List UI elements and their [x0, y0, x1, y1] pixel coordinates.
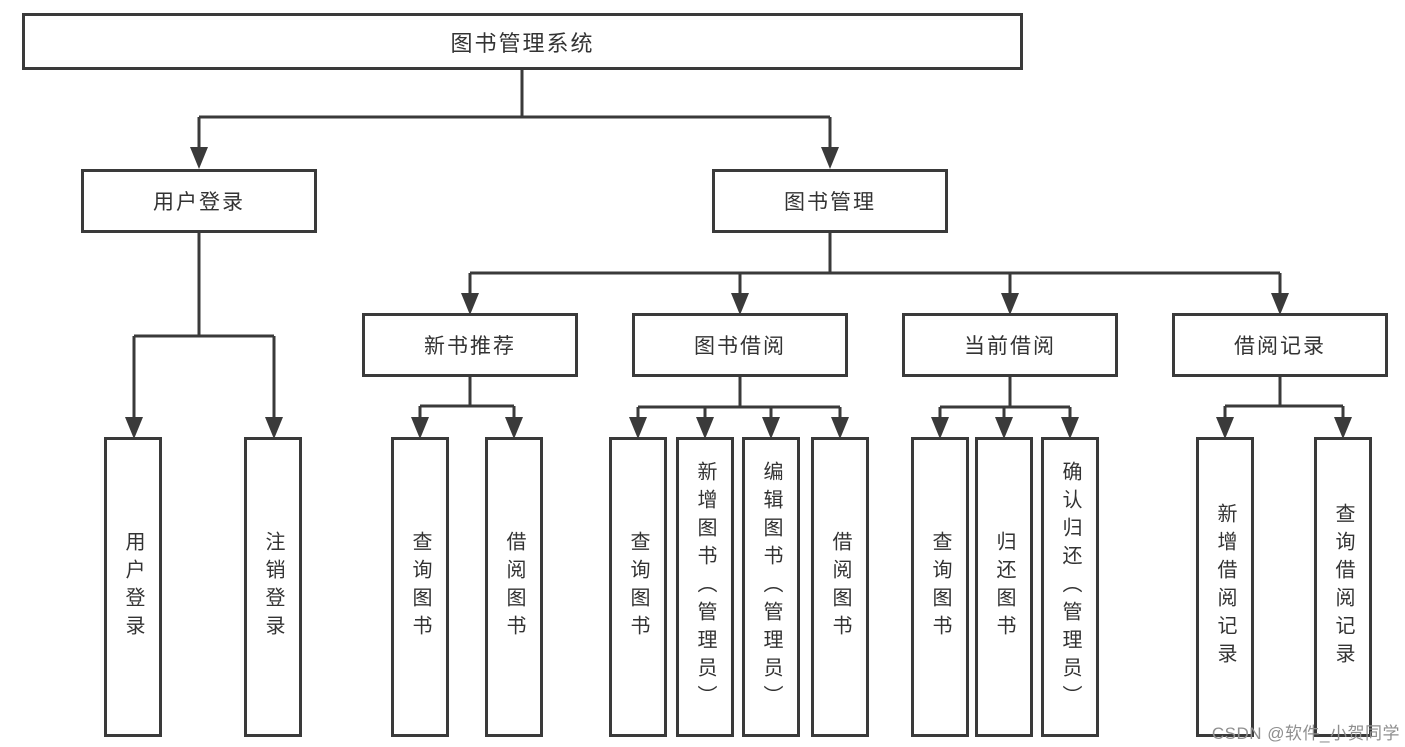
node-borrowing-records: 借阅记录	[1172, 313, 1388, 377]
node-user-login: 用户登录	[81, 169, 317, 233]
leaf-return-books: 归还图书	[975, 437, 1033, 737]
node-current-borrowing: 当前借阅	[902, 313, 1118, 377]
arrowheads	[125, 147, 1352, 439]
leaf-label: 查询图书	[627, 531, 649, 643]
node-book-management-system: 图书管理系统	[22, 13, 1023, 70]
node-book-borrowing: 图书借阅	[632, 313, 848, 377]
leaf-confirm-return-admin: 确认归还（管理员）	[1041, 437, 1099, 737]
leaf-label: 借阅图书	[503, 531, 525, 643]
leaf-label: 查询图书	[409, 531, 431, 643]
leaf-borrow-books: 借阅图书	[485, 437, 543, 737]
leaf-label: 归还图书	[993, 531, 1015, 643]
leaf-label: 查询图书	[929, 531, 951, 643]
leaf-query-books: 查询图书	[609, 437, 667, 737]
leaf-query-books: 查询图书	[911, 437, 969, 737]
node-new-book-recommendation: 新书推荐	[362, 313, 578, 377]
leaf-add-borrow-record: 新增借阅记录	[1196, 437, 1254, 737]
leaf-label: 注销登录	[262, 531, 284, 643]
node-book-management: 图书管理	[712, 169, 948, 233]
leaf-borrow-books: 借阅图书	[811, 437, 869, 737]
leaf-logout: 注销登录	[244, 437, 302, 737]
leaf-user-login: 用户登录	[104, 437, 162, 737]
leaf-query-borrow-record: 查询借阅记录	[1314, 437, 1372, 737]
leaf-query-books: 查询图书	[391, 437, 449, 737]
leaf-add-books-admin: 新增图书（管理员）	[676, 437, 734, 737]
leaf-label: 编辑图书（管理员）	[760, 461, 782, 713]
leaf-label: 查询借阅记录	[1332, 503, 1354, 671]
leaf-label: 借阅图书	[829, 531, 851, 643]
leaf-label: 新增图书（管理员）	[694, 461, 716, 713]
leaf-label: 用户登录	[122, 531, 144, 643]
leaf-edit-books-admin: 编辑图书（管理员）	[742, 437, 800, 737]
leaf-label: 新增借阅记录	[1214, 503, 1236, 671]
csdn-watermark: CSDN @软件_小贺同学	[1211, 724, 1400, 743]
leaf-label: 确认归还（管理员）	[1059, 461, 1081, 713]
